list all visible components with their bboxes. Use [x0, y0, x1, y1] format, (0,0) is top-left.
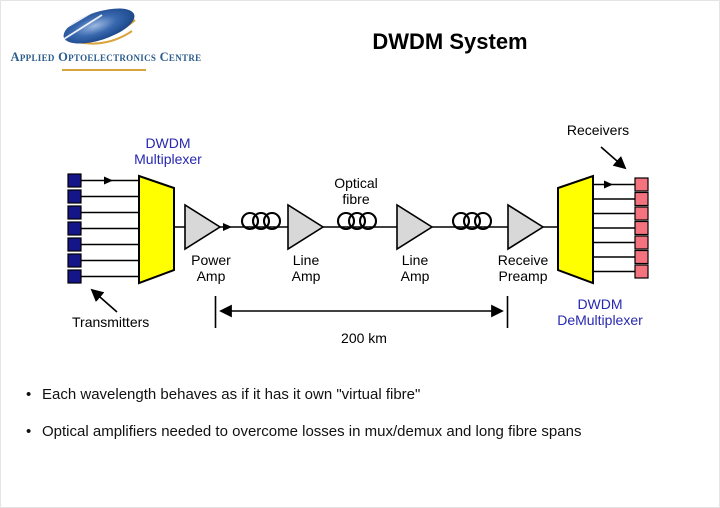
transmitter-wires — [81, 176, 139, 278]
distance-label: 200 km — [341, 330, 387, 346]
receiver-square — [634, 206, 649, 221]
power-amp-shape — [184, 203, 222, 251]
receiver-squares — [634, 177, 649, 279]
bullet-text: Each wavelength behaves as if it has it … — [42, 386, 421, 403]
receiver-square — [634, 249, 649, 265]
fibre-coil — [240, 211, 282, 231]
transmitters-pointer-arrow — [90, 288, 118, 313]
span-measurement — [214, 296, 509, 328]
transmitter-square — [67, 189, 82, 204]
line-amp2-label: Line Amp — [400, 252, 430, 284]
receive-preamp-shape — [507, 203, 545, 251]
fibre-coil — [451, 211, 493, 231]
bullet-item: • Each wavelength behaves as if it has i… — [26, 385, 696, 405]
logo-org-name: Applied Optoelectronics Centre — [10, 50, 202, 64]
transmitter-square — [67, 253, 82, 268]
receiver-square — [634, 264, 649, 279]
trunk-arrowhead — [223, 223, 232, 231]
power-amp-label: Power Amp — [191, 252, 231, 284]
transmitter-square — [67, 237, 82, 252]
fibre-coil — [336, 211, 378, 231]
receive-preamp-label: Receive Preamp — [497, 252, 549, 284]
receiver-square — [634, 220, 649, 236]
receivers-label: Receivers — [566, 122, 630, 138]
logo-ellipse-graphic — [59, 8, 136, 45]
receiver-square — [634, 235, 649, 250]
line-amp2-shape — [396, 203, 434, 251]
logo-ellipse — [63, 8, 135, 44]
demux-label: DWDM DeMultiplexer — [557, 296, 643, 328]
bullet-icon: • — [26, 423, 32, 440]
bullet-list: • Each wavelength behaves as if it has i… — [26, 385, 696, 459]
dwdm-multiplexer-shape — [138, 174, 175, 285]
logo: Applied Optoelectronics Centre — [0, 0, 212, 80]
transmitter-square — [67, 269, 82, 284]
dwdm-demultiplexer-shape — [557, 174, 594, 285]
receivers-pointer-arrow — [600, 146, 627, 170]
transmitter-square — [67, 205, 82, 220]
receiver-wires — [593, 180, 635, 273]
receiver-square — [634, 191, 649, 207]
transmitter-square — [67, 221, 82, 236]
bullet-icon: • — [26, 386, 32, 403]
page-title: DWDM System — [372, 29, 528, 54]
mux-label: DWDM Multiplexer — [134, 135, 202, 167]
optical-fibre-label: Optical fibre — [334, 175, 378, 207]
bullet-text: Optical amplifiers needed to overcome lo… — [42, 423, 582, 440]
transmitters-label: Transmitters — [72, 314, 150, 330]
transmitter-squares — [67, 173, 82, 284]
transmitter-square — [67, 173, 82, 188]
receiver-square — [634, 177, 649, 192]
bullet-item: • Optical amplifiers needed to overcome … — [26, 422, 696, 442]
logo-underline — [62, 69, 146, 71]
line-amp1-shape — [287, 203, 325, 251]
line-amp1-label: Line Amp — [291, 252, 321, 284]
